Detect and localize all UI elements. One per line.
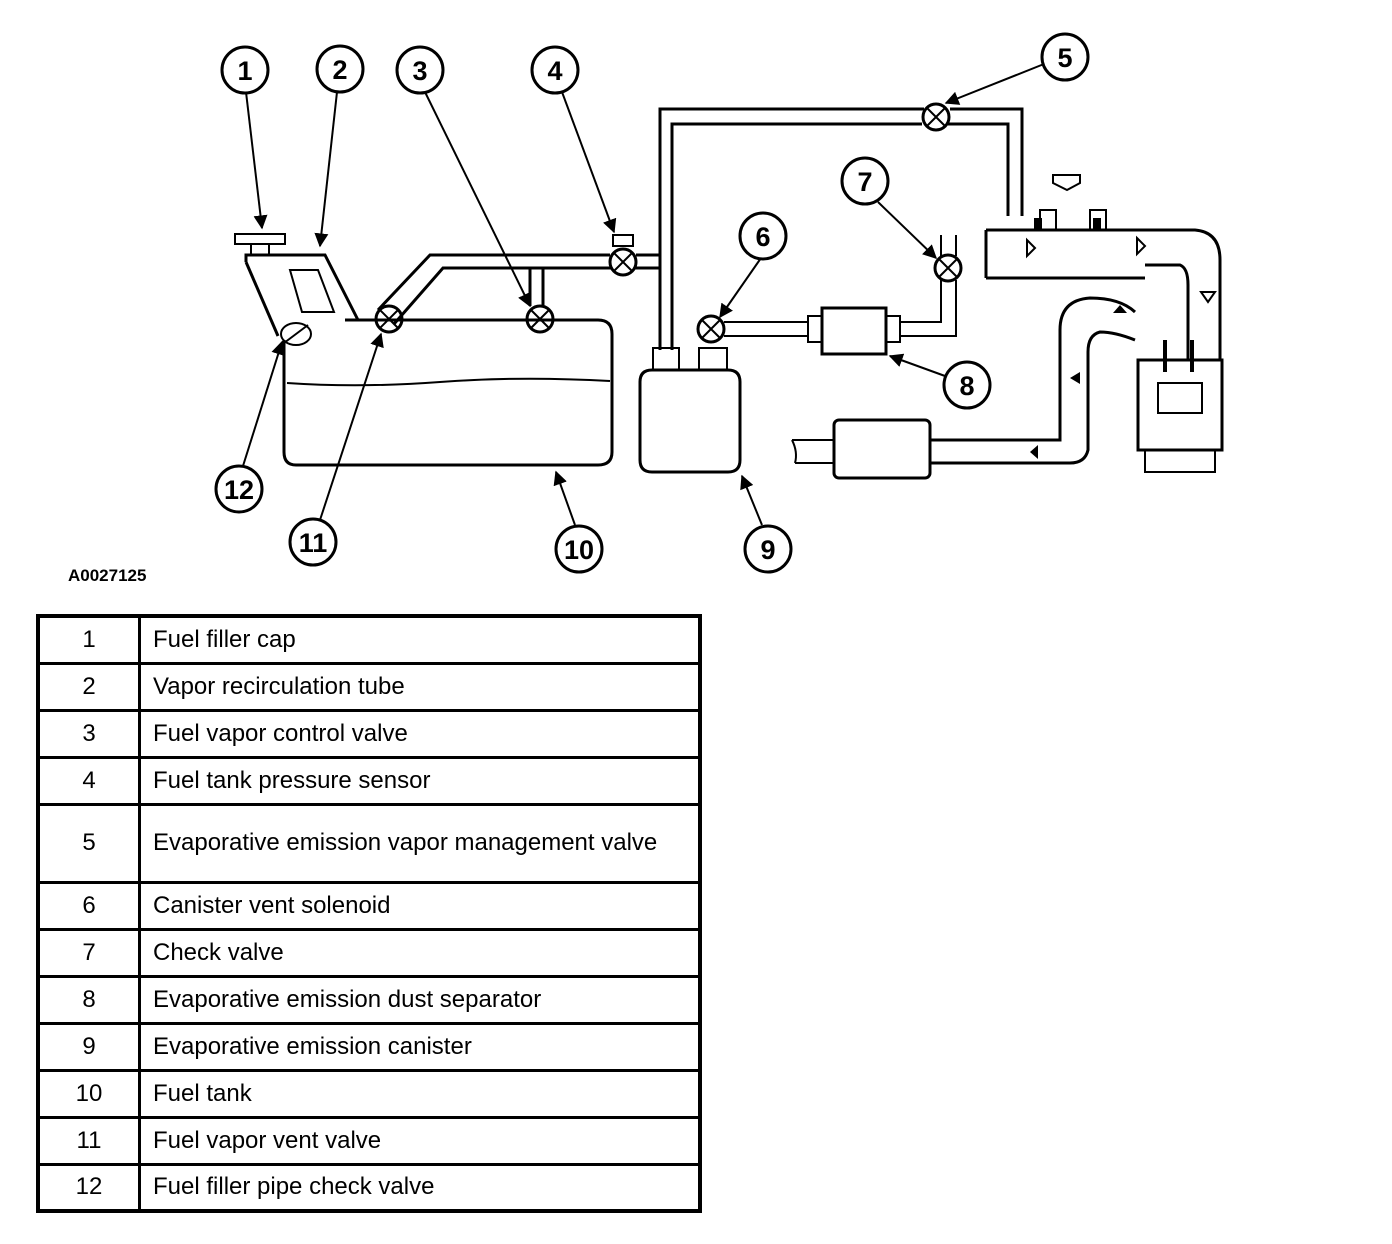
legend-label: Evaporative emission canister <box>138 1021 702 1072</box>
legend-num: 2 <box>36 661 141 712</box>
vapor-management-valve <box>921 102 951 132</box>
callout-11: 11 <box>299 528 328 558</box>
legend-label: Fuel vapor control valve <box>138 708 702 759</box>
callout-8: 8 <box>959 371 974 401</box>
canister-vent-solenoid <box>696 314 726 344</box>
fuel-filler-cap <box>234 233 286 256</box>
callout-circles <box>214 32 1090 574</box>
fuel-tank <box>282 318 614 467</box>
legend-num: 6 <box>36 880 141 931</box>
evap-canister <box>638 347 742 474</box>
callout-7: 7 <box>857 167 872 197</box>
fuel-tank-pressure-sensor <box>608 234 638 277</box>
vapor-lines <box>376 107 1024 350</box>
evap-system-diagram: 1 2 3 4 5 6 7 8 9 10 11 12 <box>214 32 1224 574</box>
callout-9: 9 <box>760 535 775 565</box>
exhaust-pipe <box>791 296 1137 480</box>
legend-num: 5 <box>36 802 141 884</box>
dust-separator <box>807 280 957 356</box>
legend-label: Fuel tank pressure sensor <box>138 755 702 806</box>
legend-label: Evaporative emission vapor management va… <box>138 802 702 884</box>
legend-num: 4 <box>36 755 141 806</box>
engine-cylinder <box>1136 340 1224 473</box>
legend-label: Fuel filler cap <box>138 614 702 665</box>
legend-label: Fuel tank <box>138 1068 702 1119</box>
legend-num: 11 <box>36 1115 141 1166</box>
legend-num: 9 <box>36 1021 141 1072</box>
filler-pipe-check-valve <box>280 322 312 346</box>
callout-5: 5 <box>1057 43 1072 73</box>
legend-num: 12 <box>36 1162 141 1213</box>
legend-num: 1 <box>36 614 141 665</box>
legend-num: 3 <box>36 708 141 759</box>
legend-num: 10 <box>36 1068 141 1119</box>
callout-6: 6 <box>755 222 770 252</box>
callout-2: 2 <box>332 55 347 85</box>
callout-4: 4 <box>547 56 562 86</box>
legend-label: Fuel filler pipe check valve <box>138 1162 702 1213</box>
flow-arrows <box>1030 218 1127 459</box>
filler-neck <box>244 253 360 337</box>
legend-label: Canister vent solenoid <box>138 880 702 931</box>
callout-10: 10 <box>564 535 594 565</box>
callout-12: 12 <box>224 475 254 505</box>
legend-num: 7 <box>36 927 141 978</box>
intake-manifold <box>984 174 1222 360</box>
figure-id: A0027125 <box>68 566 147 585</box>
vent-line <box>724 321 808 337</box>
legend-label: Check valve <box>138 927 702 978</box>
fuel-vapor-control-valve <box>525 304 555 334</box>
callout-3: 3 <box>412 56 427 86</box>
legend-label: Vapor recirculation tube <box>138 661 702 712</box>
leader-lines <box>242 63 1045 526</box>
legend-num: 8 <box>36 974 141 1025</box>
fuel-vapor-vent-valve <box>374 304 404 334</box>
legend-label: Fuel vapor vent valve <box>138 1115 702 1166</box>
legend-label: Evaporative emission dust separator <box>138 974 702 1025</box>
callout-1: 1 <box>237 56 252 86</box>
check-valve <box>933 235 963 283</box>
